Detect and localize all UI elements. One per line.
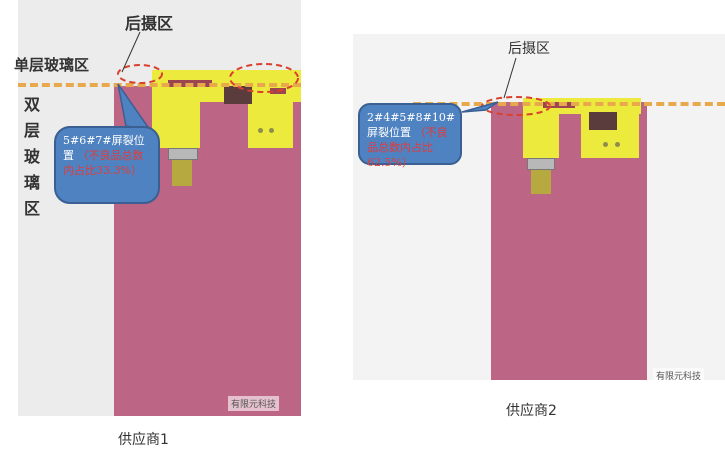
supplier1-callout: 5#6#7#屏裂位置 （不良品总数内占比33.3%） (54, 126, 160, 204)
supplier1-fpc-left (152, 100, 200, 148)
supplier2-callout-tail (461, 101, 499, 113)
supplier2-hole (603, 142, 608, 147)
supplier2-panel: 有限元科技 (353, 34, 725, 383)
supplier1-connector (168, 148, 198, 160)
supplier1-crack-marker (229, 63, 299, 93)
supplier1-rear-camera-pointer (121, 31, 141, 73)
supplier2-hole (615, 142, 620, 147)
watermark: 有限元科技 (653, 368, 705, 383)
supplier2-callout-main: 2#4#5#8#10#屏裂位置 (367, 111, 456, 139)
supplier1-chip (224, 86, 252, 104)
supplier1-boundary-line (18, 83, 301, 87)
supplier1-fpc-right (248, 100, 293, 148)
rear-camera-label-2: 后摄区 (508, 41, 550, 57)
supplier2-tail (531, 170, 551, 194)
single-glass-label: 单层玻璃区 (14, 56, 90, 74)
supplier1-callout-tail (117, 83, 152, 132)
double-glass-label: 双层玻璃区 (24, 95, 41, 218)
supplier1-callout-note: （不良品总数内占比33.3%） (63, 149, 144, 177)
supplier1-tail (172, 160, 192, 186)
supplier2-rear-camera-pointer (503, 57, 517, 99)
supplier1-callout-main: 5#6#7#屏裂位置 (63, 134, 145, 162)
supplier2-callout: 2#4#5#8#10#屏裂位置 （不良品总数内占比62.5%） (358, 103, 462, 169)
supplier2-callout-note: （不良品总数内占比62.5%） (367, 126, 448, 169)
supplier2-connector (527, 158, 555, 170)
rear-camera-label-1: 后摄区 (125, 14, 174, 33)
supplier1-caption: 供应商1 (118, 432, 169, 448)
supplier2-fpc-left (523, 108, 559, 158)
supplier2-boundary-line (413, 102, 725, 106)
supplier2-chip (589, 112, 617, 130)
supplier2-caption: 供应商2 (506, 403, 557, 419)
supplier1-hole (258, 128, 263, 133)
supplier1-crack-marker (117, 64, 163, 84)
watermark: 有限元科技 (228, 396, 280, 411)
supplier1-hole (269, 128, 274, 133)
